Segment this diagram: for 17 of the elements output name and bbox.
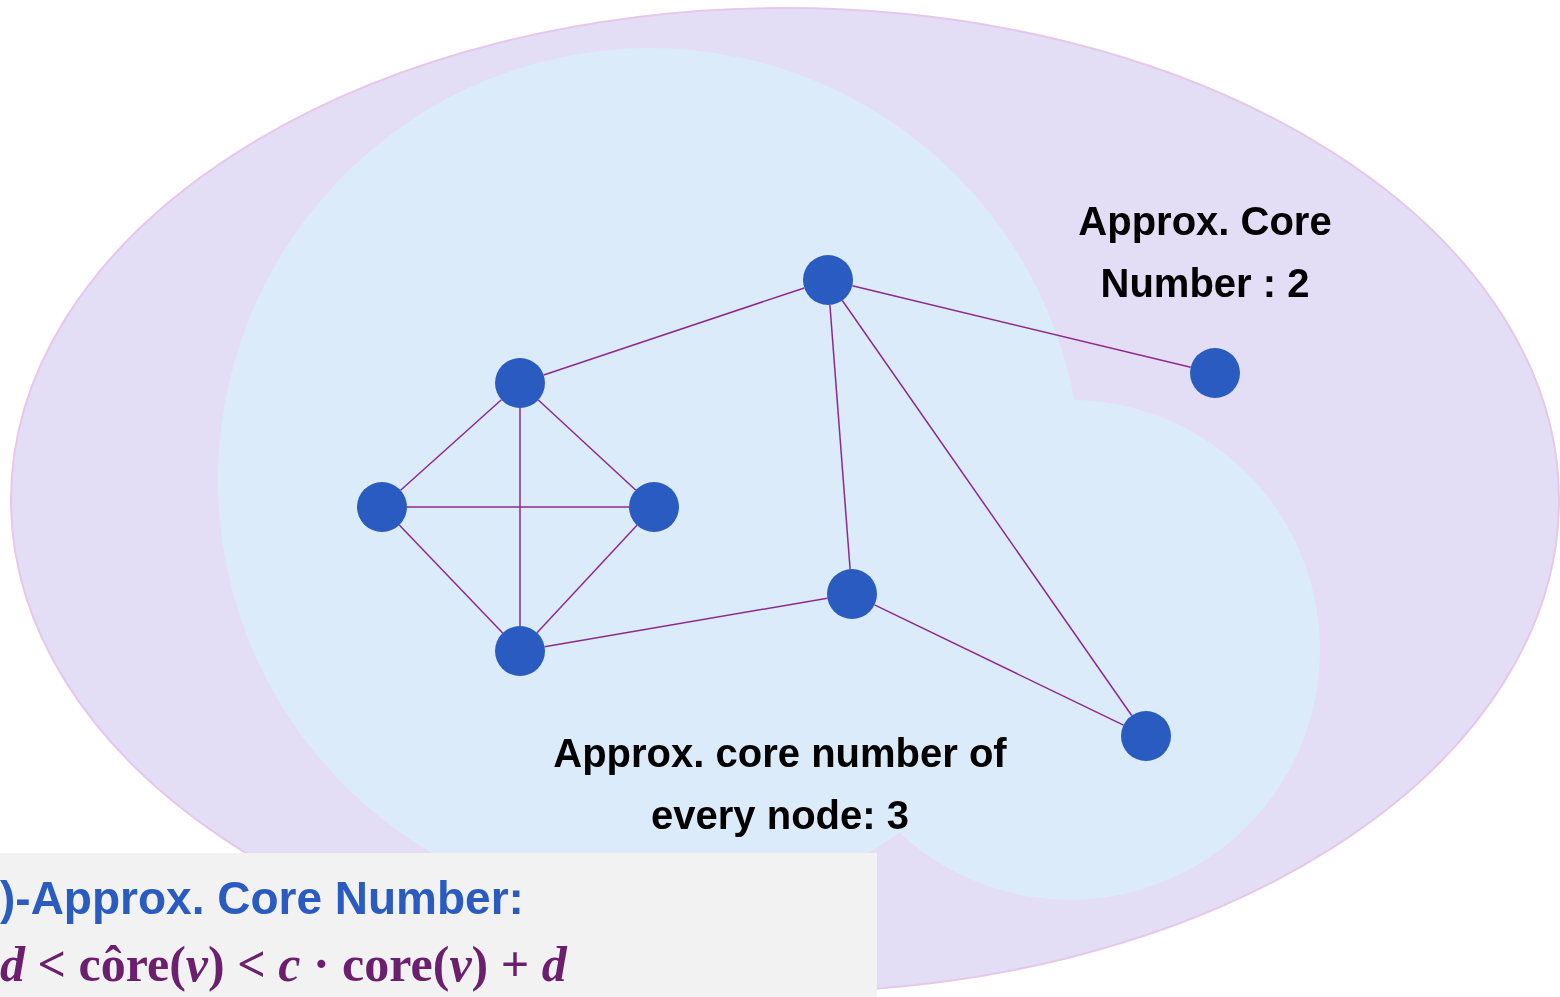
graph-edge	[406, 506, 630, 508]
graph-edge	[399, 398, 503, 492]
graph-edge	[537, 399, 637, 491]
graph-edge	[536, 524, 638, 634]
region-label: Approx. Core Number : 2	[1077, 198, 1333, 307]
graph-edge	[841, 299, 1133, 717]
graph-edge	[543, 597, 829, 648]
graph-edge	[519, 407, 521, 627]
definition-heading: )-Approx. Core Number:	[0, 871, 524, 925]
graph-edge	[398, 524, 504, 634]
region-label: Approx. core number of every node: 3	[552, 730, 1008, 839]
graph-edge	[829, 304, 851, 570]
graph-edge	[873, 604, 1125, 726]
graph-edge	[851, 285, 1192, 368]
formula: d < côre(v) < c · core(v) + d	[0, 935, 567, 993]
definition-panel	[0, 853, 877, 997]
graph-edge	[542, 287, 806, 376]
